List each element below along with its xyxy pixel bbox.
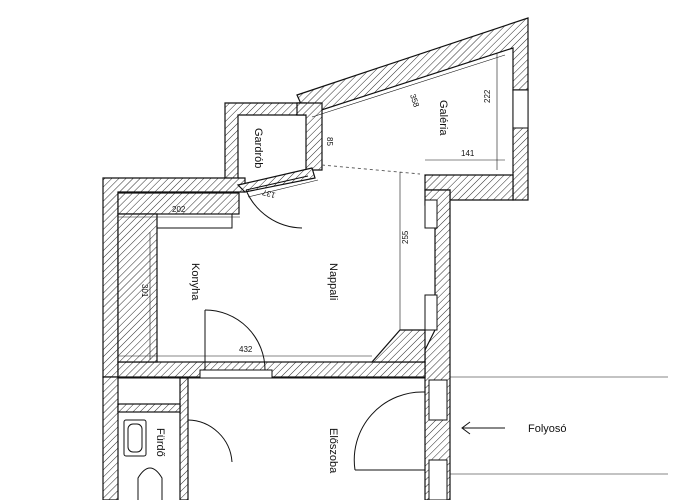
galeria-boundary	[321, 164, 421, 175]
dim-label-202: 202	[172, 205, 186, 214]
bathroom-fixtures	[123, 419, 163, 500]
dim-label-222: 222	[483, 89, 492, 103]
room-label-galeria: Galéria	[437, 100, 449, 136]
dim-label-85: 85	[325, 137, 334, 146]
doors	[187, 175, 426, 490]
room-label-konyha: Konyha	[189, 263, 201, 301]
dim-label-141: 141	[461, 149, 475, 158]
room-label-nappali: Nappali	[327, 263, 339, 300]
dim-label-255: 255	[401, 230, 410, 244]
room-label-eloszoba: Előszoba	[327, 428, 339, 474]
partition-lines	[117, 199, 448, 500]
dim-label-137: 137	[261, 187, 277, 199]
galeria-walls	[296, 17, 529, 201]
dim-label-358: 358	[408, 93, 421, 109]
room-label-furdo: Fürdő	[154, 428, 166, 457]
corridor-label: Folyosó	[528, 423, 567, 435]
dim-label-301: 301	[140, 284, 149, 298]
main-walls	[102, 167, 451, 500]
dim-label-432: 432	[239, 345, 253, 354]
corridor-lines	[450, 376, 668, 475]
room-label-gardrob: Gardrób	[252, 128, 264, 168]
arrow-left-icon	[461, 421, 505, 435]
dimension-lines	[118, 53, 506, 360]
